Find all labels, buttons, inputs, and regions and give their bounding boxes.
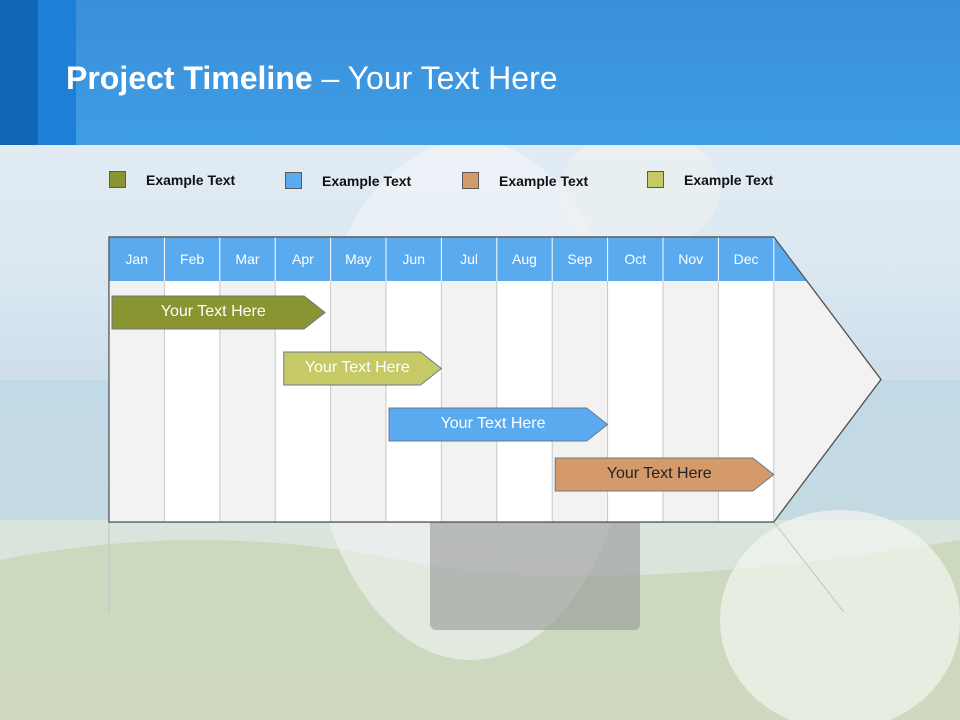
month-label: Aug: [512, 251, 537, 267]
legend-swatch: [462, 172, 479, 189]
header-bar: Project Timeline – Your Text Here: [0, 0, 960, 145]
month-column: [496, 281, 553, 522]
legend-swatch: [109, 171, 126, 188]
month-label: Oct: [624, 251, 647, 267]
month-label: May: [345, 251, 372, 267]
month-column: [330, 281, 386, 522]
month-label: Mar: [235, 251, 260, 267]
month-column: [441, 281, 497, 522]
timeline-bar: [388, 407, 609, 442]
legend-label: Example Text: [146, 171, 236, 188]
month-label: Sep: [567, 251, 593, 267]
timeline-arrow-outline: [108, 236, 882, 523]
timeline-bar-label: Your Text Here: [160, 303, 266, 320]
legend-item-4: Example Text: [647, 171, 773, 188]
page-title-bold: Project Timeline: [66, 60, 313, 96]
timeline-bar-label: Your Text Here: [606, 465, 712, 482]
legend-item-2: Example Text: [285, 172, 411, 189]
timeline-bar: [111, 295, 326, 330]
timeline-bar: [283, 351, 443, 386]
month-label: Feb: [180, 251, 205, 267]
legend-swatch: [647, 171, 664, 188]
reflection-line: [773, 521, 845, 613]
month-header-band: [109, 237, 807, 281]
month-label: Apr: [291, 251, 314, 267]
legend-item-1: Example Text: [109, 171, 235, 188]
timeline-bar-label: Your Text Here: [304, 359, 410, 376]
month-label: Jul: [460, 251, 479, 267]
legend-swatch: [285, 172, 302, 189]
page-title-rest: – Your Text Here: [312, 60, 558, 96]
legend-item-3: Example Text: [462, 172, 588, 189]
month-column: [386, 281, 442, 522]
month-label: Nov: [678, 251, 704, 267]
month-label: Dec: [733, 251, 759, 267]
month-label: Jan: [125, 251, 148, 267]
legend-label: Example Text: [322, 172, 412, 189]
page-title: Project Timeline – Your Text Here: [66, 60, 558, 97]
timeline-bar: [554, 457, 775, 492]
timeline-bar-label: Your Text Here: [440, 415, 546, 432]
legend-label: Example Text: [684, 171, 774, 188]
header-accent-strip: [38, 0, 76, 145]
month-label: Jun: [402, 251, 425, 267]
header-accent-strip: [0, 0, 38, 145]
legend-label: Example Text: [499, 172, 589, 189]
